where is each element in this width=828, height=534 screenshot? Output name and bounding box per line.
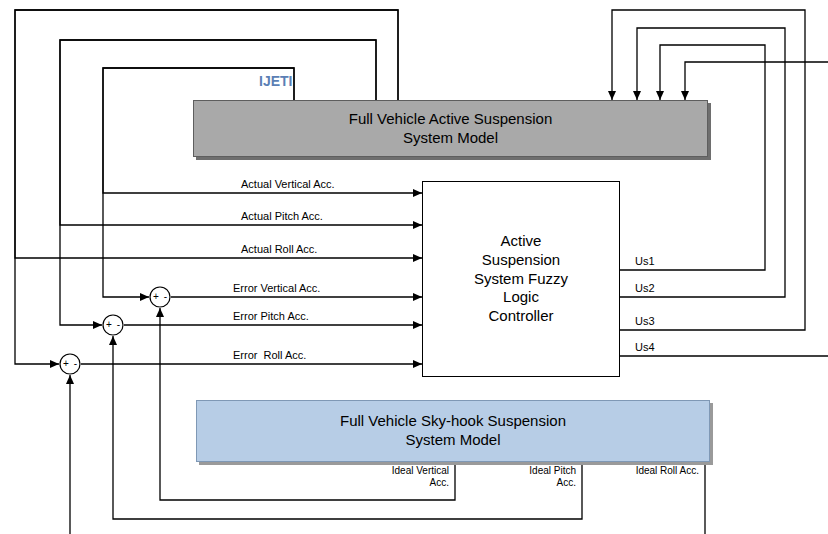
signal-connector bbox=[612, 10, 805, 330]
signal-label: Ideal Roll Acc. bbox=[635, 465, 700, 477]
junction-outline bbox=[150, 287, 170, 307]
roll-input-wire bbox=[69, 375, 70, 534]
signal-label: Us1 bbox=[634, 255, 656, 268]
signal-label: Us4 bbox=[634, 341, 656, 354]
sign-mark: - bbox=[74, 359, 77, 369]
sign-mark: + bbox=[106, 320, 112, 330]
us4-wire bbox=[620, 355, 828, 356]
signal-label: Ideal Pitch Acc. bbox=[511, 465, 577, 488]
signal-connector bbox=[171, 296, 422, 297]
sign-mark: + bbox=[153, 292, 159, 302]
fourth-input-wire bbox=[685, 62, 828, 100]
junction-circle bbox=[102, 314, 124, 336]
signal-label: Error Roll Acc. bbox=[232, 349, 307, 362]
signal-label: Actual Vertical Acc. bbox=[240, 178, 336, 191]
junction-circle bbox=[149, 286, 171, 308]
ideal-roll-wire bbox=[704, 462, 705, 534]
sign-mark: - bbox=[117, 320, 120, 330]
sign-mark: + bbox=[63, 359, 69, 369]
signal-connector bbox=[81, 363, 422, 364]
signal-connector bbox=[15, 10, 398, 364]
signal-label: Actual Pitch Acc. bbox=[240, 210, 324, 223]
junction-circle bbox=[59, 353, 81, 375]
signal-connector bbox=[124, 324, 422, 325]
signal-label: Actual Roll Acc. bbox=[240, 243, 318, 256]
block-title: Full Vehicle Active Suspension System Mo… bbox=[333, 110, 568, 148]
block-title: Full Vehicle Sky-hook Suspension System … bbox=[336, 412, 571, 450]
signal-connector bbox=[620, 28, 785, 297]
controller-box: Active Suspension System Fuzzy Logic Con… bbox=[422, 181, 620, 377]
signal-label: Error Vertical Acc. bbox=[232, 282, 321, 295]
watermark: IJETI bbox=[258, 73, 293, 89]
junction-outline bbox=[103, 315, 123, 335]
signal-label: Ideal Vertical Acc. bbox=[384, 465, 450, 488]
signal-connector bbox=[620, 45, 765, 270]
signal-label: Us3 bbox=[634, 315, 656, 328]
signal-connector bbox=[60, 40, 376, 325]
system-model-box: Full Vehicle Sky-hook Suspension System … bbox=[196, 400, 710, 462]
signal-label: Us2 bbox=[634, 282, 656, 295]
summing-junction: +- bbox=[102, 314, 124, 336]
system-model-box: Full Vehicle Active Suspension System Mo… bbox=[193, 100, 708, 157]
signal-label: Error Pitch Acc. bbox=[232, 310, 310, 323]
summing-junction: +- bbox=[59, 353, 81, 375]
block-title: Active Suspension System Fuzzy Logic Con… bbox=[471, 232, 571, 326]
summing-junction: +- bbox=[149, 286, 171, 308]
sign-mark: - bbox=[164, 292, 167, 302]
junction-outline bbox=[60, 354, 80, 374]
